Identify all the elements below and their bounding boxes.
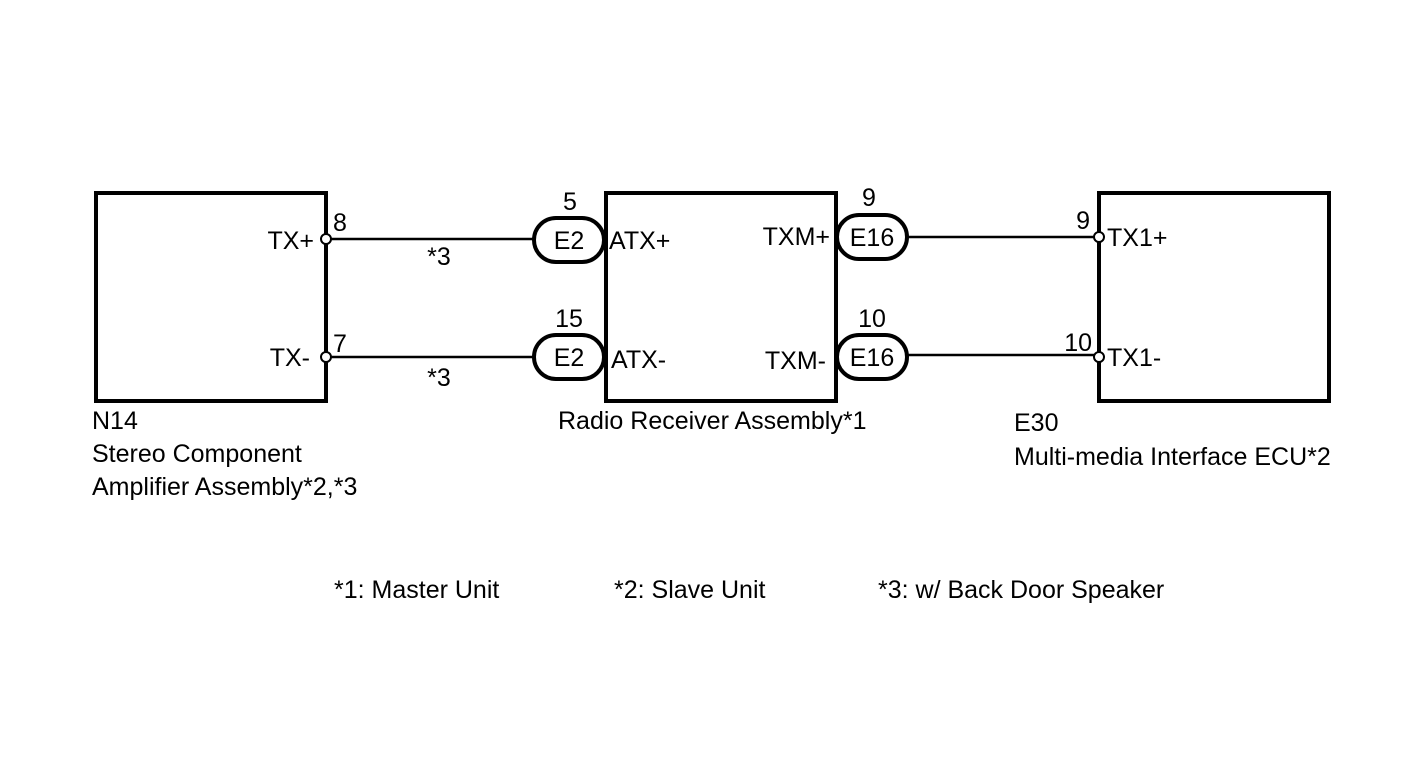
amplifier-pin-8: 8 [333, 209, 347, 237]
connector-e16-lower: E16 10 [835, 305, 909, 381]
amplifier-signal-tx-minus: TX- [270, 344, 310, 372]
connector-e16-lower-shape [835, 333, 909, 381]
amplifier-box [94, 191, 328, 403]
ecu-pin-10: 10 [1064, 329, 1092, 357]
note-master-unit: *1: Master Unit [334, 576, 499, 604]
note-back-door-speaker: *3: w/ Back Door Speaker [878, 576, 1164, 604]
radio-signal-atx-minus: ATX- [611, 346, 666, 374]
connector-e2-lower-shape [532, 333, 606, 381]
radio-receiver-name: Radio Receiver Assembly*1 [558, 407, 866, 435]
amplifier-code: N14 [92, 407, 138, 435]
radio-signal-txm-plus: TXM+ [763, 223, 830, 251]
terminal-ecu-tx1-minus [1093, 351, 1105, 363]
wire-label-upper: *3 [427, 243, 451, 271]
ecu-code: E30 [1014, 409, 1058, 437]
connector-e2-pin-15: 15 [555, 305, 583, 333]
connector-e2-pin-5: 5 [563, 188, 577, 216]
connector-e16-upper: E16 9 [835, 184, 909, 261]
amplifier-pin-7: 7 [333, 330, 347, 358]
ecu-name: Multi-media Interface ECU*2 [1014, 443, 1331, 471]
connector-e16-lower-label: E16 [850, 344, 894, 372]
connector-e2-lower-label: E2 [554, 344, 585, 372]
ecu-signal-tx1-plus: TX1+ [1107, 224, 1167, 252]
connector-e16-pin-10: 10 [858, 305, 886, 333]
wire-label-lower: *3 [427, 364, 451, 392]
connector-e16-upper-label: E16 [850, 224, 894, 252]
ecu-signal-tx1-minus: TX1- [1107, 344, 1161, 372]
radio-signal-txm-minus: TXM- [765, 347, 826, 375]
ecu-component: 9 10 TX1+ TX1- E30 Multi-media Interface… [1014, 191, 1331, 471]
radio-signal-atx-plus: ATX+ [609, 227, 670, 255]
terminal-ecu-tx1-plus [1093, 231, 1105, 243]
ecu-box [1097, 191, 1331, 403]
amplifier-name-line1: Stereo Component [92, 440, 302, 468]
terminal-amp-tx-minus [320, 351, 332, 363]
radio-receiver-component: ATX+ ATX- TXM+ TXM- Radio Receiver Assem… [558, 191, 866, 435]
amplifier-signal-tx-plus: TX+ [267, 227, 314, 255]
connector-e2-upper: E2 5 [532, 188, 606, 264]
terminal-amp-tx-plus [320, 233, 332, 245]
amplifier-name-line2: Amplifier Assembly*2,*3 [92, 473, 357, 501]
note-slave-unit: *2: Slave Unit [614, 576, 766, 604]
connector-e2-upper-label: E2 [554, 227, 585, 255]
amplifier-component: TX+ TX- 8 7 N14 Stereo Component Amplifi… [92, 191, 357, 501]
connector-e2-lower: E2 15 [532, 305, 606, 381]
ecu-pin-9: 9 [1076, 207, 1090, 235]
connector-e16-pin-9: 9 [862, 184, 876, 212]
connector-e2-upper-shape [532, 216, 606, 264]
radio-receiver-box [604, 191, 838, 403]
